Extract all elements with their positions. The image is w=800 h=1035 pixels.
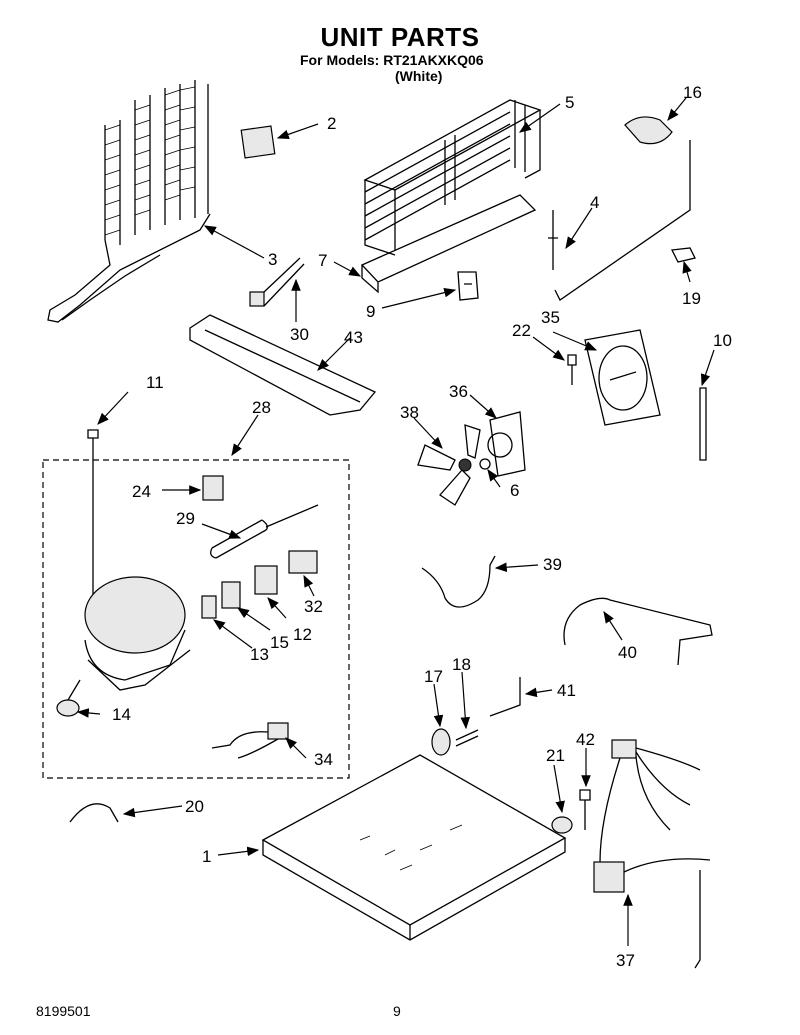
document-number: 8199501 [36,1003,91,1019]
callout-13: 13 [250,645,269,664]
nut-6-part [479,458,491,470]
callout-39: 39 [543,555,562,574]
callout-40: 40 [618,643,637,662]
screw-42-part [579,789,591,830]
pad-part [240,125,276,159]
callout-12: 12 [293,625,312,644]
compressor-kit-boundary [42,459,350,779]
bracket-part [201,595,217,619]
axle-part [455,729,479,747]
callout-38: 38 [400,403,419,422]
callout-43: 43 [344,328,363,347]
clip-part [457,271,479,301]
callout-29: 29 [176,509,195,528]
drain-trough-part [360,194,537,294]
roller-part [431,728,451,756]
callout-15: 15 [270,633,289,652]
strip-part [699,387,707,461]
models-line: For Models: RT21AKXKQ06 [300,52,484,68]
page-number: 9 [393,1003,401,1019]
fan-motor-part [487,411,526,477]
tube-39-part [421,555,496,608]
callout-7: 7 [318,251,327,270]
callout-24: 24 [132,482,151,501]
callout-28: 28 [252,398,271,417]
fan-blade-part [417,424,481,506]
callout-19: 19 [682,289,701,308]
callout-2: 2 [327,114,336,133]
callout-16: 16 [683,83,702,102]
tube-40-part [563,597,713,666]
callout-6: 6 [510,481,519,500]
callout-18: 18 [452,655,471,674]
callout-17: 17 [424,667,443,686]
thermistor-part [249,257,305,307]
callout-22: 22 [512,321,531,340]
page-title: UNIT PARTS [320,22,480,52]
callout-9: 9 [366,302,375,321]
callout-14: 14 [112,705,131,724]
leader-lines [76,97,715,946]
callout-1: 1 [202,847,211,866]
connector-part [671,247,696,263]
overload-part [288,550,318,574]
grommet-part [56,679,81,717]
callout-34: 34 [314,750,333,769]
callout-3: 3 [268,250,277,269]
condenser-coil-part [47,80,211,323]
callout-35: 35 [541,308,560,327]
start-device-part [254,565,278,595]
screw-22-part [567,354,577,385]
evaporator-part [363,99,542,256]
base-pan-part [261,754,567,941]
callout-11: 11 [146,373,164,392]
callout-41: 41 [557,681,576,700]
callout-30: 30 [290,325,309,344]
screw-11-part [87,429,99,450]
callout-numbers: 1 2 3 4 5 6 7 9 10 11 12 13 14 15 16 17 … [112,83,732,970]
cover-part [221,581,241,609]
filter-drier-part [210,504,319,559]
compressor-part [84,450,191,691]
callout-21: 21 [546,746,565,765]
callout-4: 4 [590,193,599,212]
callout-20: 20 [185,797,204,816]
wire-clip-part [69,803,119,823]
callout-42: 42 [576,730,595,749]
callout-32: 32 [304,597,323,616]
color-line: (White) [395,68,443,84]
main-harness-part [593,739,711,969]
callout-37: 37 [616,951,635,970]
relay-part [202,475,224,501]
callout-36: 36 [449,382,468,401]
cap-part [624,116,673,145]
tube-41-part [489,677,521,717]
drain-pan-part [189,314,377,416]
callout-10: 10 [713,331,732,350]
model-info: For Models: RT21AKXKQ06 (White) [300,52,484,84]
fan-shroud-part [584,329,661,426]
harness-34-part [211,722,289,759]
leveling-foot-part [551,816,573,834]
callout-5: 5 [565,93,574,112]
sensor-wire-part [548,140,691,301]
